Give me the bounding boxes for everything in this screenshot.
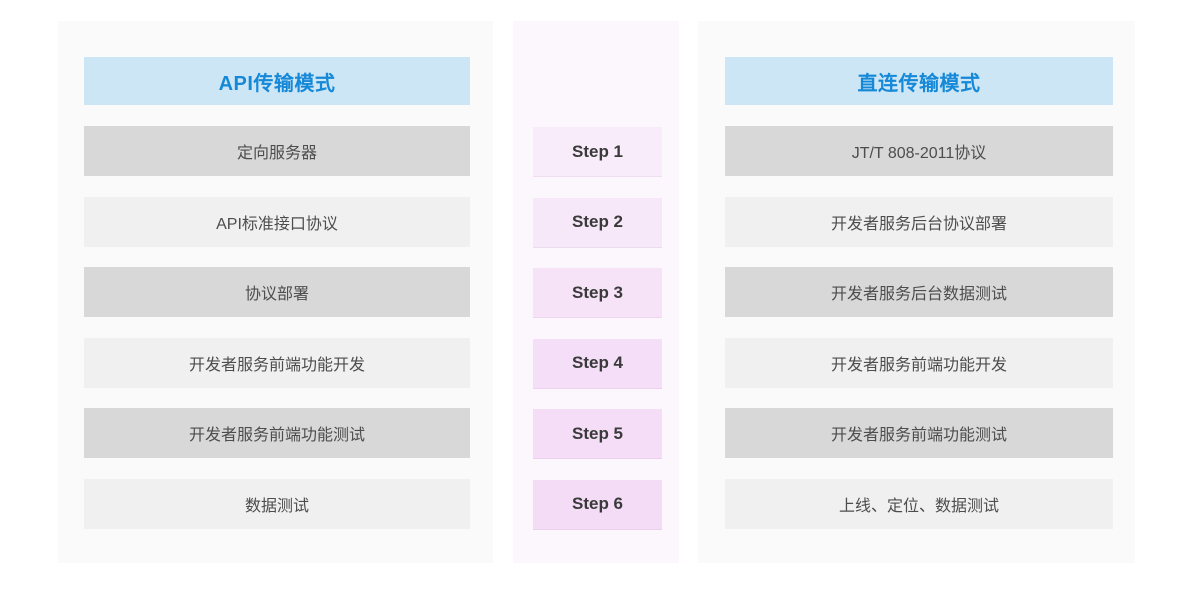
- api-mode-header: API传输模式: [84, 57, 470, 105]
- api-flow-row-5: 开发者服务前端功能测试: [84, 408, 470, 458]
- direct-flow-row-2: 开发者服务后台协议部署: [725, 196, 1113, 247]
- step-4-label: Step 4: [533, 338, 662, 389]
- api-flow-row-4: 开发者服务前端功能开发: [84, 337, 470, 388]
- steps-panel: Step 1 Step 2 Step 3 Step 4 Step 5 Step …: [513, 21, 679, 563]
- direct-flow-row-5: 开发者服务前端功能测试: [725, 408, 1113, 458]
- direct-flow-row-4: 开发者服务前端功能开发: [725, 337, 1113, 388]
- api-mode-panel: API传输模式 定向服务器 API标准接口协议 协议部署 开发者服务前端功能开发…: [58, 21, 493, 563]
- step-3-label: Step 3: [533, 268, 662, 318]
- step-5-label: Step 5: [533, 409, 662, 459]
- direct-mode-header: 直连传输模式: [725, 57, 1113, 105]
- step-6-label: Step 6: [533, 479, 662, 530]
- api-flow-row-2: API标准接口协议: [84, 196, 470, 247]
- api-flow-row-6: 数据测试: [84, 478, 470, 529]
- direct-mode-panel: 直连传输模式 JT/T 808-2011协议 开发者服务后台协议部署 开发者服务…: [698, 21, 1135, 563]
- step-2-label: Step 2: [533, 197, 662, 248]
- api-flow-row-1: 定向服务器: [84, 126, 470, 176]
- step-1-label: Step 1: [533, 127, 662, 177]
- api-flow-row-3: 协议部署: [84, 267, 470, 317]
- direct-flow-row-6: 上线、定位、数据测试: [725, 478, 1113, 529]
- direct-flow-row-1: JT/T 808-2011协议: [725, 126, 1113, 176]
- direct-flow-row-3: 开发者服务后台数据测试: [725, 267, 1113, 317]
